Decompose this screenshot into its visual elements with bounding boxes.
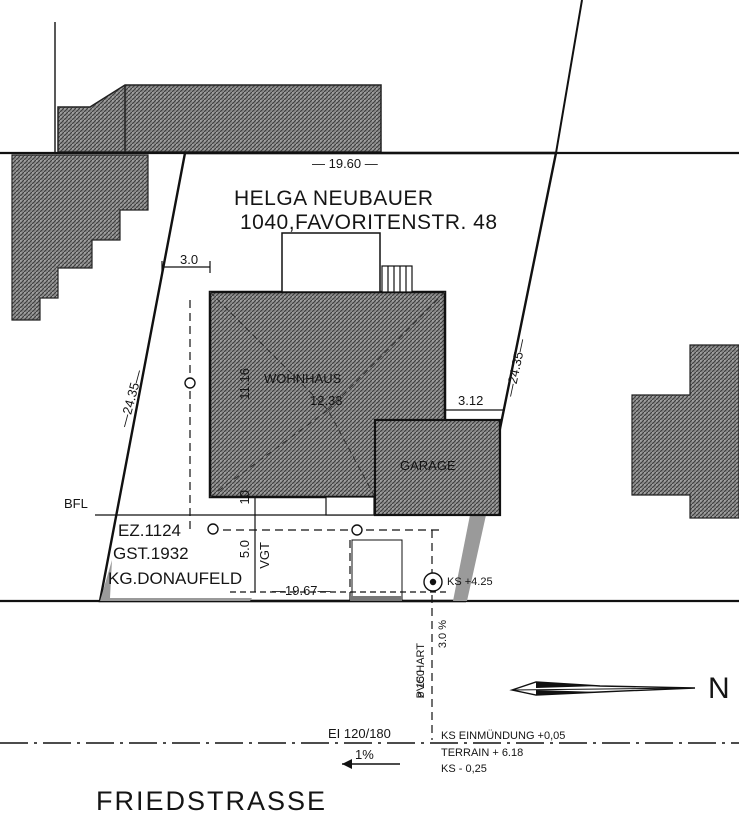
diagonal-neighbor-line (555, 0, 583, 154)
parcel-ez: EZ.1124 (118, 521, 182, 540)
neighbor-buildings (11, 22, 739, 519)
dim-house-depth: 11.16 (237, 368, 252, 400)
drainage-lines (189, 300, 440, 740)
dim-north: — 19.60 — (312, 156, 378, 171)
label-slope: 3.0 % (437, 620, 449, 649)
label-ks: KS +4.25 (447, 576, 493, 588)
label-garage: GARAGE (400, 458, 456, 473)
label-house: WOHNHAUS (264, 371, 342, 386)
street-name: FRIEDSTRASSE (96, 786, 328, 816)
entrance-path (325, 496, 375, 516)
label-sewer: EI 120/180 (328, 726, 391, 741)
dim-setback-top: 3.0 (180, 252, 199, 267)
label-terrain: TERRAIN + 6.18 (441, 747, 524, 759)
north-label: N (708, 672, 730, 705)
owner-address: 1040,FAVORITENSTR. 48 (240, 211, 498, 234)
label-ks-level: KS - 0,25 (441, 763, 487, 775)
parcel-kg: KG.DONAUFELD (108, 569, 243, 588)
dim-front-setback: 5.0 (237, 540, 252, 559)
owner-name: HELGA NEUBAUER (234, 187, 434, 210)
neighbor-left (11, 154, 149, 321)
annex (281, 232, 381, 293)
dim-south: —19.67— (272, 583, 331, 598)
garage (373, 418, 502, 517)
label-street-slope: 1% (355, 747, 374, 762)
label-vgt: VGT (257, 542, 272, 569)
neighbor-top-left (57, 84, 382, 153)
neighbor-right (631, 344, 739, 519)
north-arrow (509, 681, 696, 696)
dim-house-width: 12.33 (310, 393, 343, 408)
label-building-line: BFL (64, 496, 88, 511)
dim-garage-offset: 3.12 (458, 393, 484, 408)
label-pipe-dn: ø 150 (415, 670, 427, 699)
label-ks-junction: KS EINMÜNDUNG +0,05 (441, 730, 566, 742)
manholes (184, 377, 443, 592)
stairs (381, 265, 413, 293)
dim-front-marker: 10 (237, 490, 252, 505)
parcel-gst: GST.1932 (113, 544, 189, 563)
